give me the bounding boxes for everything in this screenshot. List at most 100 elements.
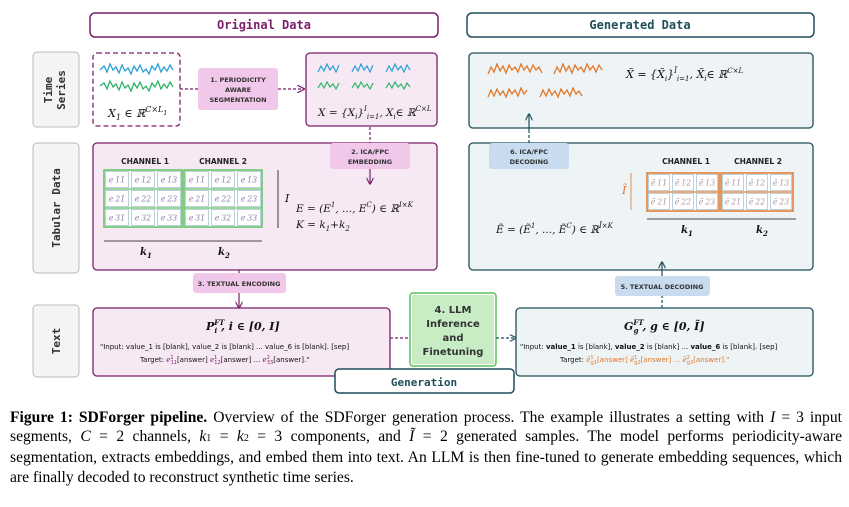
embedding-cell-label: e 13: [161, 176, 178, 185]
step-1-box: 1. PERIODICITY AWARE SEGMENTATION: [198, 68, 278, 110]
embedding-cell-label: ẽ 23: [773, 198, 790, 207]
original-segment-box: X1 ∈ ℝC×L1: [92, 52, 181, 127]
svg-text:k1: k1: [140, 247, 152, 260]
svg-text:X̃ = {X̃i}Ĩi=1, X̃i∈ ℝC×L: X̃ = {X̃i}Ĩi=1, X̃i∈ ℝC×L: [625, 66, 744, 83]
svg-text:4. LLM: 4. LLM: [435, 305, 472, 316]
embedding-cell: [157, 209, 181, 226]
row-label-time-series: Time Series: [32, 51, 80, 128]
embedding-cell-label: e 31: [189, 214, 206, 223]
svg-text:CHANNEL 1: CHANNEL 1: [662, 157, 710, 166]
svg-text:k2: k2: [218, 247, 230, 260]
embedding-cell-label: ẽ 12: [749, 179, 766, 188]
embedding-cell: [746, 174, 768, 191]
svg-text:Ĩ: Ĩ: [621, 183, 628, 197]
embedding-cell: [648, 193, 670, 210]
embedding-cell: [648, 174, 670, 191]
step-2-box: 2. ICA/FPC EMBEDDING: [330, 143, 410, 169]
generated-series-box: X̃ = {X̃i}Ĩi=1, X̃i∈ ℝC×L: [468, 52, 814, 129]
embedding-cell-label: ẽ 21: [651, 198, 668, 207]
embedding-cell-label: e 13: [241, 176, 258, 185]
embedding-cell: [105, 209, 129, 226]
channel-2-label: CHANNEL 2: [199, 157, 247, 166]
generation-label-box: Generation: [334, 368, 515, 394]
embedding-cell: [696, 193, 718, 210]
embedding-cell: [211, 209, 235, 226]
svg-text:2. ICA/FPC: 2. ICA/FPC: [351, 148, 389, 156]
embedding-cell: [722, 174, 744, 191]
embedding-cell: [157, 171, 181, 188]
svg-text:Generation: Generation: [391, 376, 457, 389]
embedding-cell-label: e 22: [135, 195, 152, 204]
embedding-cell-label: e 31: [109, 214, 126, 223]
embedding-cell: [770, 174, 792, 191]
header-original-data: Original Data: [89, 12, 439, 38]
embedding-cell-label: e 12: [215, 176, 232, 185]
embedding-cell: [157, 190, 181, 207]
row-label-text: Text: [32, 304, 80, 378]
embedding-cell: [185, 171, 209, 188]
embedding-cell-label: e 32: [215, 214, 232, 223]
embedding-cell: [131, 190, 155, 207]
embedding-cell: [211, 190, 235, 207]
svg-text:Inference: Inference: [426, 319, 480, 330]
embedding-cell: [770, 193, 792, 210]
svg-text:E = (E1, ..., EC) ∈ ℝI×K: E = (E1, ..., EC) ∈ ℝI×K: [295, 201, 414, 215]
embedding-cell-label: e 22: [215, 195, 232, 204]
svg-text:"Input: value_1 is [blank], va: "Input: value_1 is [blank], value_2 is […: [100, 343, 349, 351]
svg-text:DECODING: DECODING: [510, 158, 549, 166]
embedding-cell: [237, 190, 261, 207]
header-generated-data: Generated Data: [466, 12, 815, 38]
svg-text:Time: Time: [42, 76, 55, 103]
embedding-cell: [746, 193, 768, 210]
embedding-cell-label: e 21: [109, 195, 126, 204]
embedding-cell: [105, 190, 129, 207]
svg-text:6. ICA/FPC: 6. ICA/FPC: [510, 148, 548, 156]
svg-text:3. TEXTUAL ENCODING: 3. TEXTUAL ENCODING: [198, 280, 281, 288]
embedding-cell-label: ẽ 22: [749, 198, 766, 207]
row-label-tabular-data: Tabular Data: [32, 142, 80, 274]
embedding-cell-label: e 33: [241, 214, 258, 223]
embedding-cell-label: e 11: [109, 176, 126, 185]
embedding-cell: [185, 209, 209, 226]
step-5-box: 5. TEXTUAL DECODING: [615, 276, 710, 296]
svg-text:Series: Series: [55, 70, 68, 110]
embedding-cell: [105, 171, 129, 188]
embedding-cell-label: ẽ 13: [773, 179, 790, 188]
embedding-cell-label: e 12: [135, 176, 152, 185]
original-series-line: [99, 62, 174, 76]
embedding-cell: [672, 174, 694, 191]
embedding-cell-label: e 11: [189, 176, 206, 185]
svg-text:X = {Xi}Ii=1, Xi∈ ℝC×L: X = {Xi}Ii=1, Xi∈ ℝC×L: [317, 105, 432, 121]
embedding-cell: [211, 171, 235, 188]
embedding-cell: [131, 209, 155, 226]
embedding-cell-label: ẽ 11: [651, 179, 668, 188]
generated-tabular-box: CHANNEL 1 CHANNEL 2 ẽ 11 ẽ 12 ẽ 13 ẽ 21 ẽ 22…: [468, 142, 814, 271]
svg-text:1. PERIODICITY: 1. PERIODICITY: [210, 76, 266, 84]
step-3-box: 3. TEXTUAL ENCODING: [193, 273, 286, 293]
embedding-cell: [696, 174, 718, 191]
embedding-cell-label: ẽ 21: [725, 198, 742, 207]
svg-text:Tabular Data: Tabular Data: [50, 168, 63, 247]
embedding-cell-label: e 23: [241, 195, 258, 204]
pipeline-diagram: Time Series Tabular Data Text Original D…: [32, 12, 815, 394]
svg-text:CHANNEL 2: CHANNEL 2: [734, 157, 782, 166]
step-4-llm-box: 4. LLM Inference and Finetuning: [409, 292, 497, 367]
svg-text:Text: Text: [50, 328, 63, 355]
svg-text:Ẽ = (Ẽ1, ..., ẼC) ∈ ℝĨ×K: Ẽ = (Ẽ1, ..., ẼC) ∈ ℝĨ×K: [495, 221, 614, 236]
embedding-cell-label: ẽ 22: [675, 198, 692, 207]
svg-text:EMBEDDING: EMBEDDING: [348, 158, 392, 166]
svg-text:Finetuning: Finetuning: [423, 347, 484, 358]
segmented-series-box: X = {Xi}Ii=1, Xi∈ ℝC×L: [305, 52, 438, 127]
svg-text:k2: k2: [756, 225, 768, 238]
embedding-cell: [237, 209, 261, 226]
embedding-cell: [131, 171, 155, 188]
svg-text:5. TEXTUAL DECODING: 5. TEXTUAL DECODING: [621, 283, 704, 291]
embedding-cell-label: ẽ 23: [699, 198, 716, 207]
svg-text:and: and: [442, 333, 463, 344]
